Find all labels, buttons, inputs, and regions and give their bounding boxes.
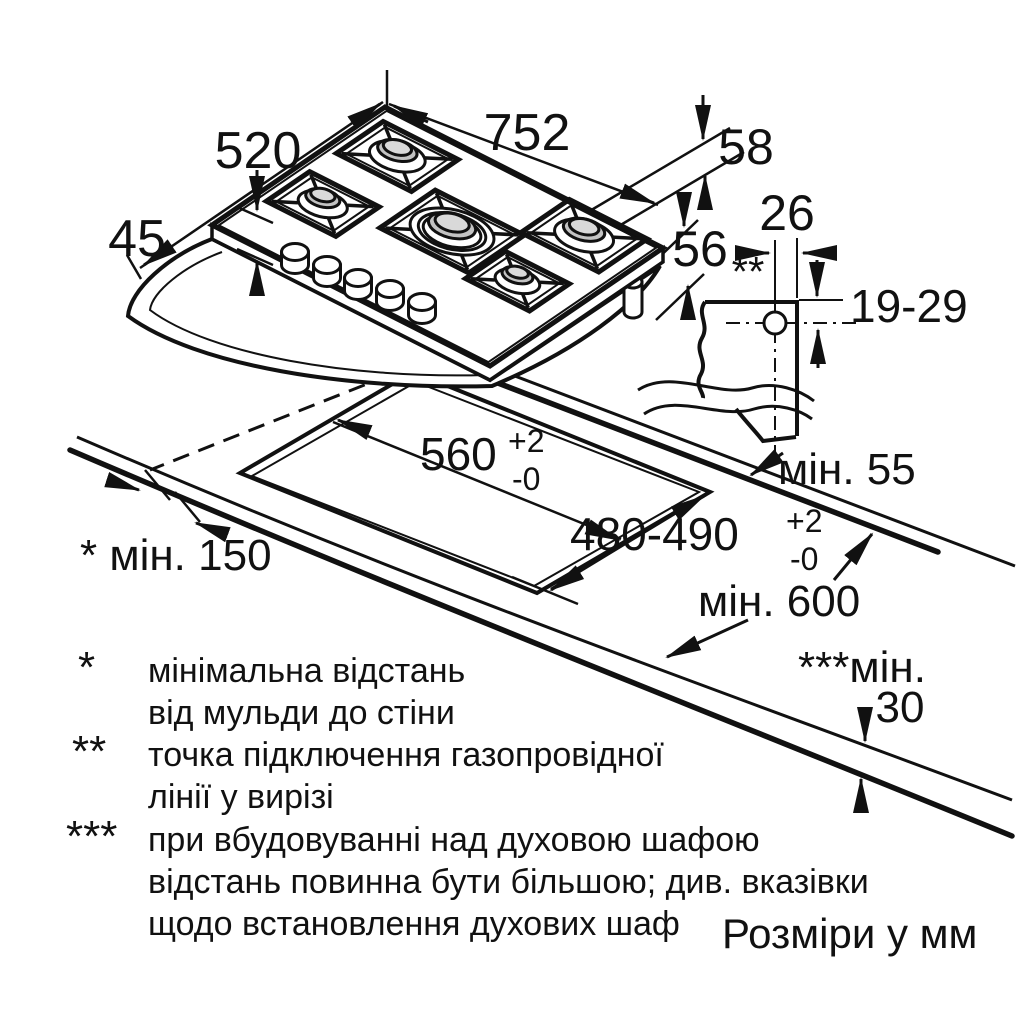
burners-and-supports <box>266 112 647 328</box>
label-connection-range: 19-29 <box>850 280 968 332</box>
label-cutout-width-tol-minus: -0 <box>512 461 540 497</box>
gas-hob <box>128 107 663 386</box>
dimension-labels: 752 520 45 58 56 26 ** 19-29 560 +2 -0 4… <box>80 104 968 732</box>
pan-support-frames <box>266 112 647 328</box>
worktop-front-edge <box>76 435 1013 802</box>
gas-connection-point <box>762 310 788 336</box>
footnote-line: мінімальна відстань <box>148 652 465 690</box>
footnote-line: лінії у вирізі <box>148 778 334 816</box>
label-worktop-depth: мін. 600 <box>698 577 860 626</box>
extension-tick <box>174 491 201 523</box>
dim-arrow <box>392 104 429 128</box>
extension-line-58-upper <box>587 126 731 214</box>
label-cutout-width-tol-plus: +2 <box>508 423 544 459</box>
label-hob-width: 752 <box>484 104 571 162</box>
alignment-dashed-line <box>149 353 441 472</box>
dim-arrow <box>584 519 621 542</box>
dim-arrow <box>142 239 177 267</box>
control-knobs <box>280 242 437 325</box>
extension-tick <box>511 575 579 606</box>
footnote-line: щодо встановлення духових шаф <box>148 905 680 943</box>
label-cutout-depth: 480-490 <box>570 508 739 560</box>
footnote-line: при вбудовуванні над духовою шафою <box>148 821 760 859</box>
footnote-marker: *** <box>66 812 117 861</box>
extension-tick <box>125 254 143 280</box>
burner-front-left <box>289 184 358 224</box>
extension-tick <box>144 469 171 501</box>
footnotes: * мінімальна відстань від мульди до стін… <box>66 643 977 957</box>
label-connection-drop: 56 <box>672 221 728 277</box>
footnote-marker: * <box>78 643 95 692</box>
label-cutout-depth-tol-minus: -0 <box>790 541 818 577</box>
units-note: Розміри у мм <box>722 910 977 957</box>
gas-connection-detail <box>637 238 856 465</box>
dim-arrow <box>104 471 141 492</box>
dim-arrow <box>670 494 706 521</box>
dim-line-752 <box>388 102 659 207</box>
footnote-line: точка підключення газопровідної <box>148 736 664 774</box>
extension-tick-56-lower <box>655 273 705 321</box>
hob-lower-casing-inner-line <box>148 251 487 377</box>
dim-arrow <box>549 565 585 592</box>
label-cutout-width: 560 <box>420 428 497 480</box>
burner-back-left <box>359 134 436 179</box>
footnote-marker: ** <box>72 727 106 776</box>
hob-dimensions <box>125 70 713 320</box>
label-below-clearance-value: 30 <box>876 683 925 732</box>
label-connection-marker: ** <box>732 248 765 295</box>
label-rear-clearance: мін. 55 <box>778 445 916 494</box>
label-side-clearance: * мін. 150 <box>80 531 272 580</box>
knob <box>343 268 373 301</box>
label-hob-depth: 520 <box>215 122 302 180</box>
knob <box>375 279 405 312</box>
label-below-clearance: ***мін. <box>798 643 926 692</box>
label-rear-edge-offset: 58 <box>718 119 774 175</box>
label-cutout-depth-tol-plus: +2 <box>786 503 822 539</box>
worktop-cutout <box>104 369 874 813</box>
countertop <box>67 341 1016 839</box>
dim-line-560 <box>332 420 622 541</box>
extension-line-58-lower <box>601 150 745 238</box>
dim-arrow <box>336 418 373 441</box>
break-line-upper <box>637 380 815 403</box>
worktop-rear-edge-thin <box>427 341 1016 568</box>
burner-front-right <box>487 262 550 298</box>
dim-arrow-rear-clearance <box>749 449 784 477</box>
dim-arrow <box>832 532 874 581</box>
detail-profile-wavy-left <box>696 300 707 399</box>
dim-arrow <box>194 521 231 543</box>
knob <box>407 292 437 325</box>
break-line-lower <box>643 403 813 421</box>
footnote-line: відстань повинна бути більшою; див. вказ… <box>148 863 869 901</box>
footnote-line: від мульди до стіни <box>148 694 455 732</box>
shelf-edge-below <box>67 447 1015 839</box>
knob <box>280 242 310 275</box>
burner-back-right <box>543 212 625 259</box>
dim-arrow <box>619 183 656 205</box>
knob <box>312 255 342 288</box>
label-connection-offset: 26 <box>759 185 815 241</box>
extension-tick-45-upper <box>236 205 274 225</box>
label-hob-height: 45 <box>108 210 166 268</box>
burner-center-wok <box>394 198 509 264</box>
worktop-rear-edge-thick <box>422 352 941 555</box>
cutout-outer-edge <box>235 369 715 596</box>
dim-arrow <box>665 618 749 659</box>
detail-profile-bottom <box>734 407 797 444</box>
dim-arrow <box>347 102 382 130</box>
extension-tick-45-lower <box>236 247 274 267</box>
